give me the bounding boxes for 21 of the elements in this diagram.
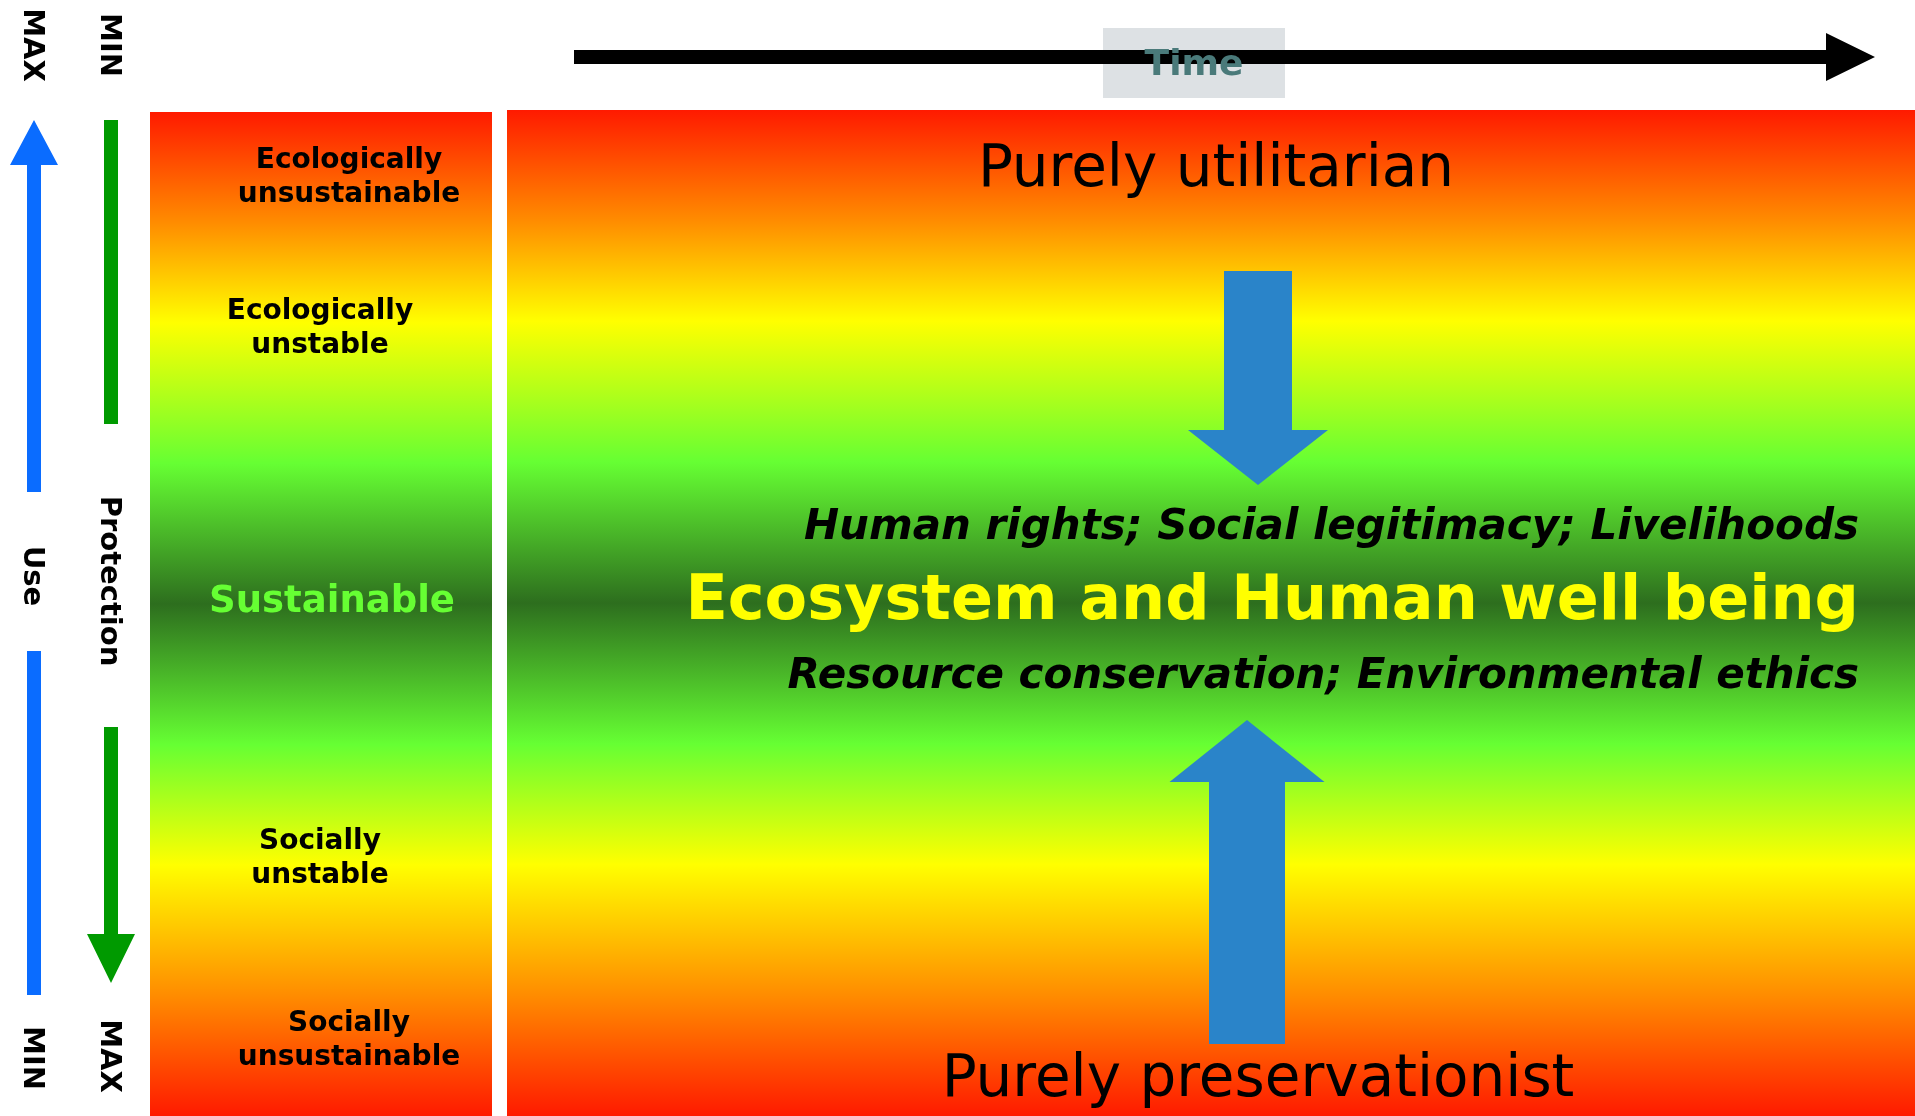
center-text: Resource conservation; Environmental ethics: [787, 648, 1859, 700]
stability-label: Socially unsustainable: [236, 1005, 462, 1073]
axis-label: MIN: [94, 13, 128, 77]
axis-label: Protection: [94, 495, 128, 667]
axis-label: Use: [17, 545, 51, 607]
axis-label: MAX: [17, 8, 51, 82]
axis-label: MAX: [94, 1019, 128, 1093]
center-text: Human rights; Social legitimacy; Livelihoods: [803, 499, 1859, 551]
stability-label: Socially unstable: [250, 823, 390, 891]
axis-label: MIN: [17, 1026, 51, 1090]
gradient-panel: [507, 110, 1915, 1116]
block-arrow: [1188, 271, 1328, 485]
stability-label: Sustainable: [209, 577, 455, 623]
viewpoint-label: Purely utilitarian: [977, 132, 1455, 202]
stability-label: Ecologically unsustainable: [236, 142, 462, 210]
viewpoint-label: Purely preservationist: [941, 1042, 1575, 1112]
gradient-panel: [150, 112, 492, 1116]
center-title: Ecosystem and Human well being: [685, 560, 1859, 636]
block-arrow: [1169, 720, 1325, 1044]
time-label: Time: [1144, 41, 1244, 85]
stability-label: Ecologically unstable: [225, 293, 415, 361]
